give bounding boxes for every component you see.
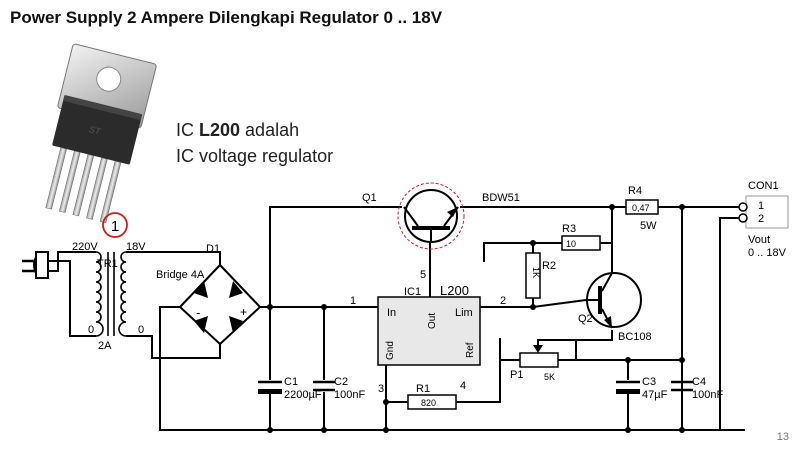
label-zero-secondary: 0 — [138, 324, 144, 336]
label-r2-value: 1K — [531, 267, 541, 278]
label-vout: Vout — [748, 234, 770, 246]
label-ic1: IC1 — [404, 286, 421, 298]
caption-prefix: IC — [176, 120, 200, 140]
label-r1: R1 — [416, 383, 430, 395]
capacitor-c1 — [258, 380, 282, 394]
junction-dots — [267, 204, 685, 433]
pin1-marker-circle — [102, 212, 128, 238]
label-c4-value: 100nF — [692, 389, 723, 401]
label-18v: 18V — [126, 241, 146, 253]
label-pin-ref: Ref — [465, 342, 476, 358]
label-r2: R2 — [542, 260, 556, 272]
label-c2: C2 — [334, 376, 348, 388]
label-con-pin1: 1 — [758, 200, 764, 212]
transformer-symbol — [95, 251, 127, 337]
label-bridge-minus: - — [196, 305, 200, 320]
label-vout-range: 0 .. 18V — [748, 247, 787, 259]
label-bridge-plus: + — [240, 305, 247, 319]
transistor-q2 — [532, 272, 642, 329]
label-p1-value: 5K — [544, 372, 555, 382]
label-c4: C4 — [692, 376, 706, 388]
label-bridge: Bridge 4A — [156, 269, 205, 281]
label-pin-number-2: 2 — [500, 295, 506, 307]
label-c3: C3 — [642, 376, 656, 388]
label-c3-value: 47µF — [642, 389, 668, 401]
label-pin-lim: Lim — [455, 307, 473, 319]
label-con-pin2: 2 — [758, 213, 764, 225]
potentiometer-p1 — [519, 340, 559, 368]
label-bdw51: BDW51 — [482, 192, 520, 204]
page-title: Power Supply 2 Ampere Dilengkapi Regulat… — [10, 8, 443, 27]
label-pin-out: Out — [427, 313, 438, 329]
label-220v: 220V — [72, 241, 98, 253]
label-r4: R4 — [628, 185, 642, 197]
label-c1-value: 2200µF — [284, 389, 322, 401]
ic-package-image: ST — [45, 43, 157, 224]
label-pin-in: In — [387, 307, 396, 319]
label-p1: P1 — [510, 369, 523, 381]
ic-l200-box — [377, 296, 481, 366]
label-q2: Q2 — [578, 313, 593, 325]
label-c2-value: 100nF — [334, 389, 365, 401]
capacitor-c2 — [313, 380, 335, 392]
label-2a: 2A — [98, 340, 112, 352]
caption-ic-name: L200 — [199, 120, 241, 140]
label-r1-value: 820 — [421, 398, 436, 408]
bridge-rectifier-symbol — [178, 263, 262, 346]
connector-con1 — [738, 195, 789, 229]
label-c1: C1 — [284, 376, 298, 388]
label-q1: Q1 — [362, 192, 377, 204]
caption-line2: IC voltage regulator — [176, 146, 334, 166]
label-r3: R3 — [562, 223, 576, 235]
pin1-marker-label: 1 — [111, 218, 119, 235]
label-d1: D1 — [206, 243, 220, 255]
ic-description: IC L200 adalah IC voltage regulator — [176, 117, 333, 169]
label-zero-primary: 0 — [88, 324, 94, 336]
capacitor-c3 — [616, 380, 640, 394]
label-tr1: TR1 — [97, 258, 118, 270]
label-r4-value: 0,47 — [632, 203, 650, 213]
label-con1: CON1 — [748, 180, 779, 192]
label-r3-value: 10 — [566, 239, 576, 249]
resistor-r4 — [625, 199, 659, 215]
label-pin-number-5: 5 — [420, 269, 426, 281]
label-bc108: BC108 — [618, 331, 652, 343]
label-pin-gnd: Gnd — [385, 341, 396, 360]
resistor-r2 — [525, 252, 541, 299]
label-pin-number-4: 4 — [460, 380, 466, 392]
label-pin-number-3: 3 — [378, 383, 384, 395]
label-l200: L200 — [440, 283, 469, 298]
svg-text:ST: ST — [88, 124, 103, 137]
page-number: 13 — [776, 431, 789, 443]
capacitor-c4 — [671, 380, 693, 392]
transistor-q1 — [397, 182, 465, 250]
label-r4-watt: 5W — [640, 220, 657, 232]
label-pin-number-1: 1 — [350, 295, 356, 307]
resistor-r3 — [561, 235, 601, 251]
caption-suffix: adalah — [240, 120, 300, 140]
mains-plug-symbol — [22, 251, 49, 279]
